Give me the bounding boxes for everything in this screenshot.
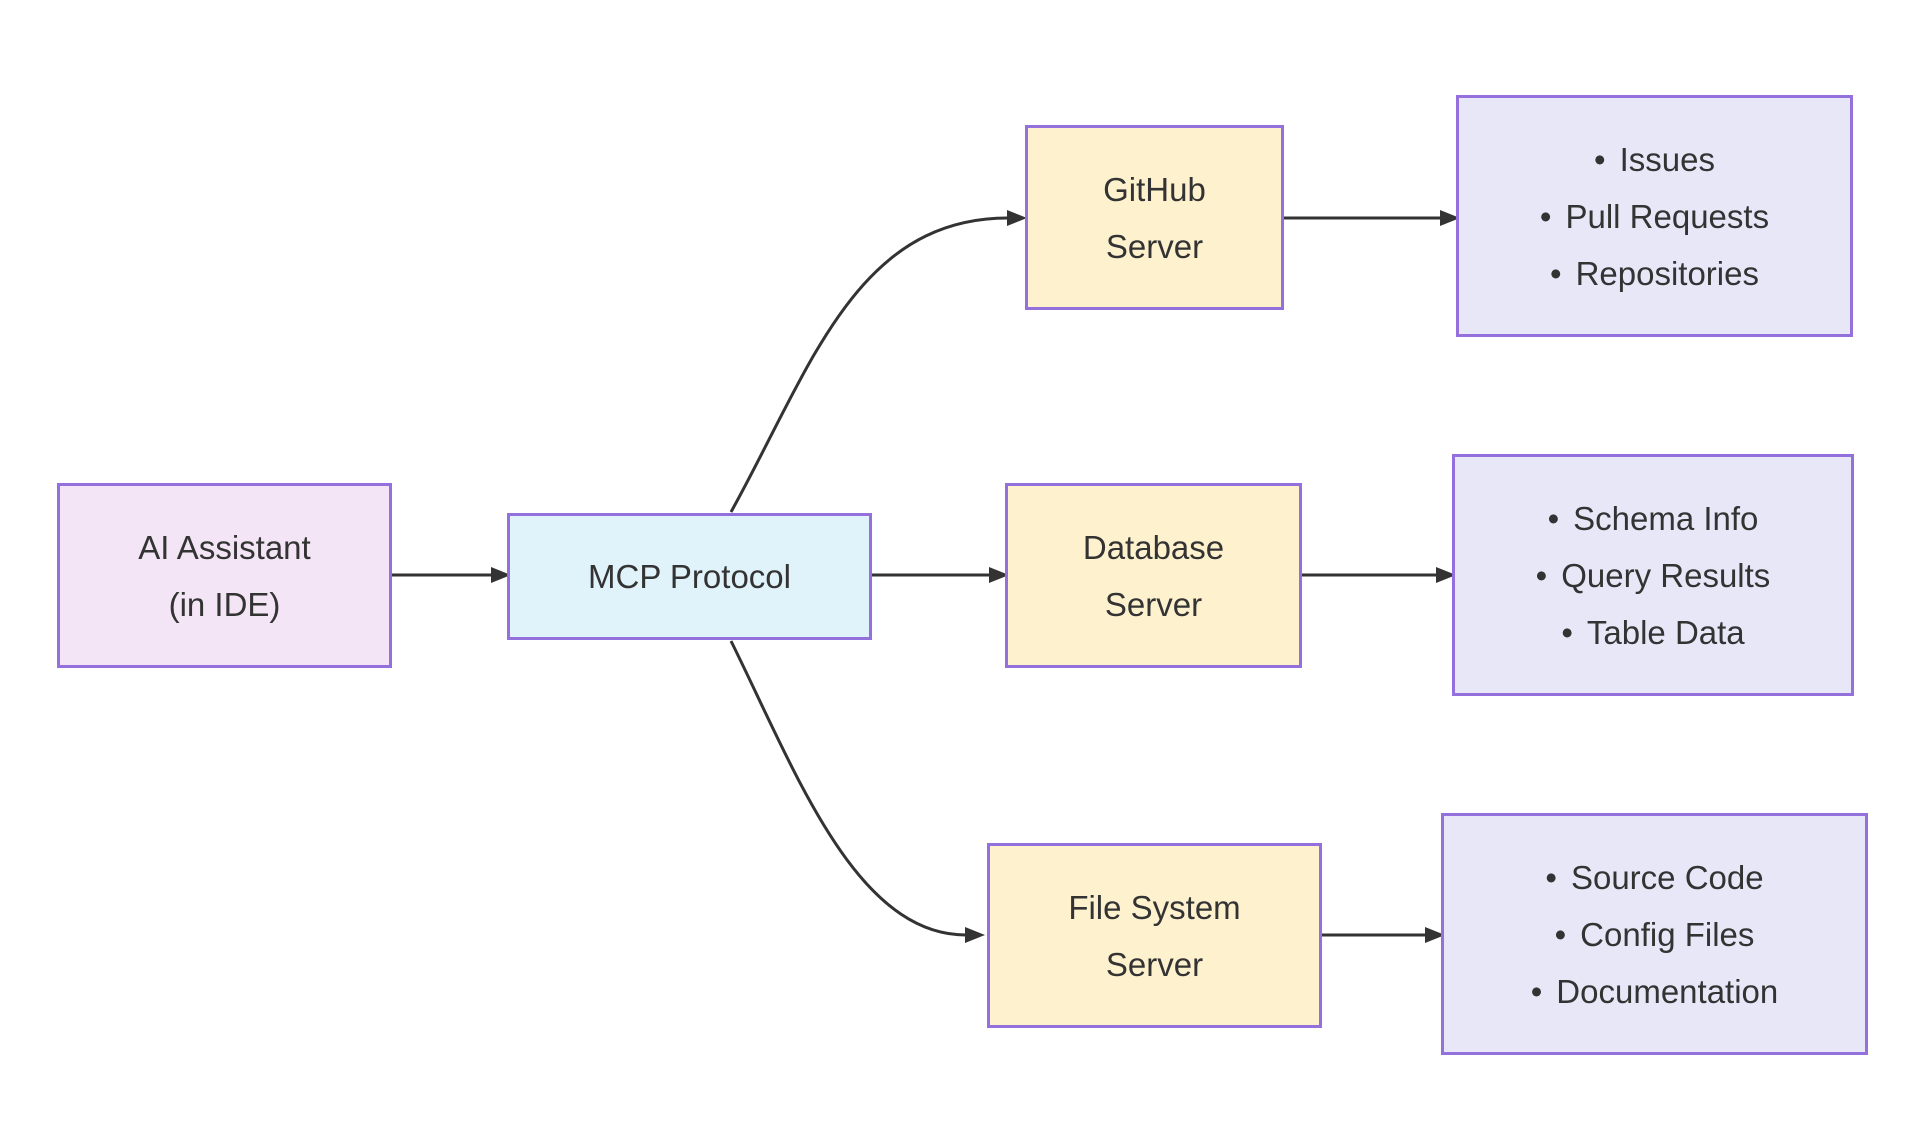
bullet-marker: • xyxy=(1550,254,1562,292)
node-database-server-label-line1: Database xyxy=(1082,528,1225,566)
bullet-marker: • xyxy=(1594,140,1606,178)
bullet-marker: • xyxy=(1547,499,1560,537)
node-mcp-protocol: MCP Protocol xyxy=(507,513,872,640)
list-item-text: Config Files xyxy=(1580,915,1755,953)
node-ai-assistant-label-line2: (in IDE) xyxy=(168,585,281,623)
node-mcp-protocol-label: MCP Protocol xyxy=(588,558,791,595)
list-item: • Issues xyxy=(1594,131,1715,188)
list-item-text: Pull Requests xyxy=(1565,197,1770,235)
list-item: • Schema Info xyxy=(1548,490,1759,547)
list-item-text: Schema Info xyxy=(1573,499,1759,537)
node-database-server: Database Server xyxy=(1005,483,1302,668)
list-item: • Pull Requests xyxy=(1540,188,1769,245)
node-github-resources: • Issues • Pull Requests • Repositories xyxy=(1456,95,1853,337)
bullet-marker: • xyxy=(1530,972,1543,1010)
node-ai-assistant: AI Assistant (in IDE) xyxy=(57,483,392,668)
node-file-system-server-label-line2: Server xyxy=(1105,945,1204,983)
node-ai-assistant-label-line1: AI Assistant xyxy=(138,528,311,566)
list-item: • Table Data xyxy=(1561,604,1744,661)
list-item-text: Issues xyxy=(1619,140,1715,178)
node-file-system-server-label-line1: File System xyxy=(1068,888,1241,926)
list-item: • Documentation xyxy=(1531,963,1779,1020)
node-file-system-resources: • Source Code • Config Files • Documenta… xyxy=(1441,813,1868,1055)
bullet-marker: • xyxy=(1539,197,1552,235)
bullet-marker: • xyxy=(1535,556,1548,594)
list-item: • Query Results xyxy=(1536,547,1771,604)
edge-mcp-to-github-server xyxy=(729,210,1027,513)
list-item-text: Query Results xyxy=(1561,556,1771,594)
node-database-server-label-line2: Server xyxy=(1104,585,1203,623)
bullet-marker: • xyxy=(1554,915,1567,953)
node-github-server-label-line1: GitHub xyxy=(1103,170,1206,208)
bullet-marker: • xyxy=(1561,613,1573,651)
list-item-text: Source Code xyxy=(1570,858,1764,896)
list-item-text: Documentation xyxy=(1556,972,1779,1010)
node-github-server-label-line2: Server xyxy=(1105,227,1204,265)
node-file-system-server: File System Server xyxy=(987,843,1322,1028)
list-item-text: Table Data xyxy=(1586,613,1745,651)
bullet-marker: • xyxy=(1545,858,1557,896)
list-item-text: Repositories xyxy=(1575,254,1759,292)
list-item: • Source Code xyxy=(1545,849,1763,906)
list-item: • Repositories xyxy=(1550,245,1759,302)
node-github-server: GitHub Server xyxy=(1025,125,1284,310)
edge-mcp-to-file-system-server xyxy=(729,640,985,943)
node-database-resources: • Schema Info • Query Results • Table Da… xyxy=(1452,454,1854,696)
list-item: • Config Files xyxy=(1555,906,1755,963)
